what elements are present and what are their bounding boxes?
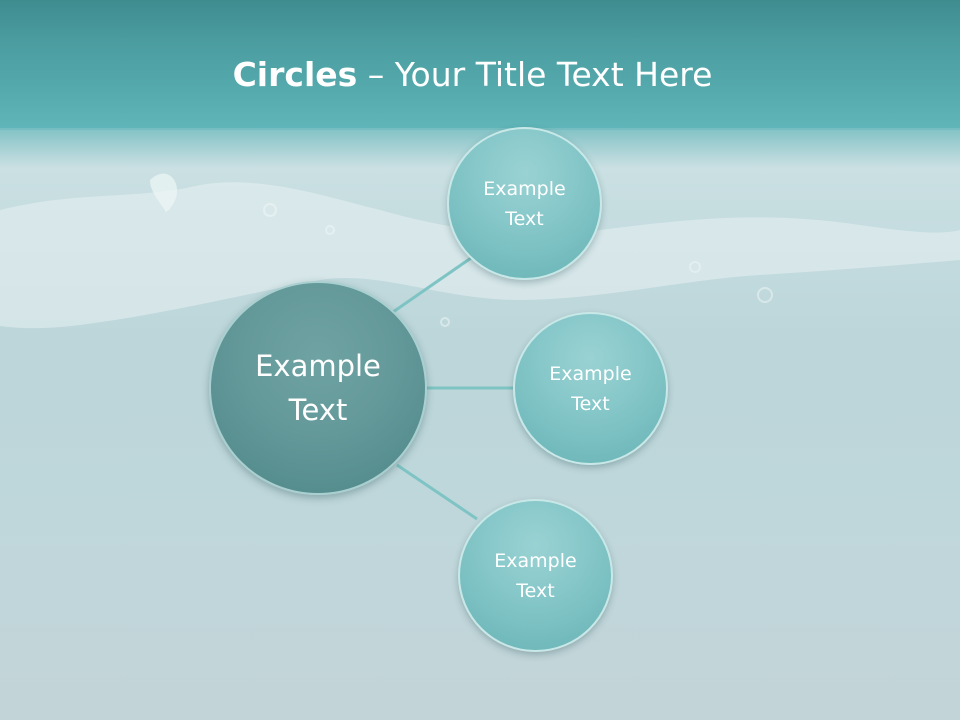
satellite-circle-2-line2: Text [571,392,610,415]
center-circle-line1: Example [255,349,381,383]
satellite-circle-3: Example Text [458,499,613,652]
center-circle: Example Text [209,281,427,495]
title-rest: – Your Title Text Here [357,55,713,94]
satellite-circle-1: Example Text [447,127,602,280]
header-band [0,0,960,130]
center-circle-line2: Text [288,393,348,427]
satellite-circle-3-line2: Text [516,579,555,602]
slide-title: Circles – Your Title Text Here [0,52,945,98]
connector-line-1 [392,256,472,314]
satellite-circle-2: Example Text [513,312,668,465]
satellite-circle-1-line2: Text [505,207,544,230]
satellite-circle-1-line1: Example [483,177,566,200]
satellite-circle-3-line1: Example [494,549,577,572]
connector-line-3 [396,463,478,521]
satellite-circle-2-line1: Example [549,362,632,385]
title-bold: Circles [232,55,358,94]
